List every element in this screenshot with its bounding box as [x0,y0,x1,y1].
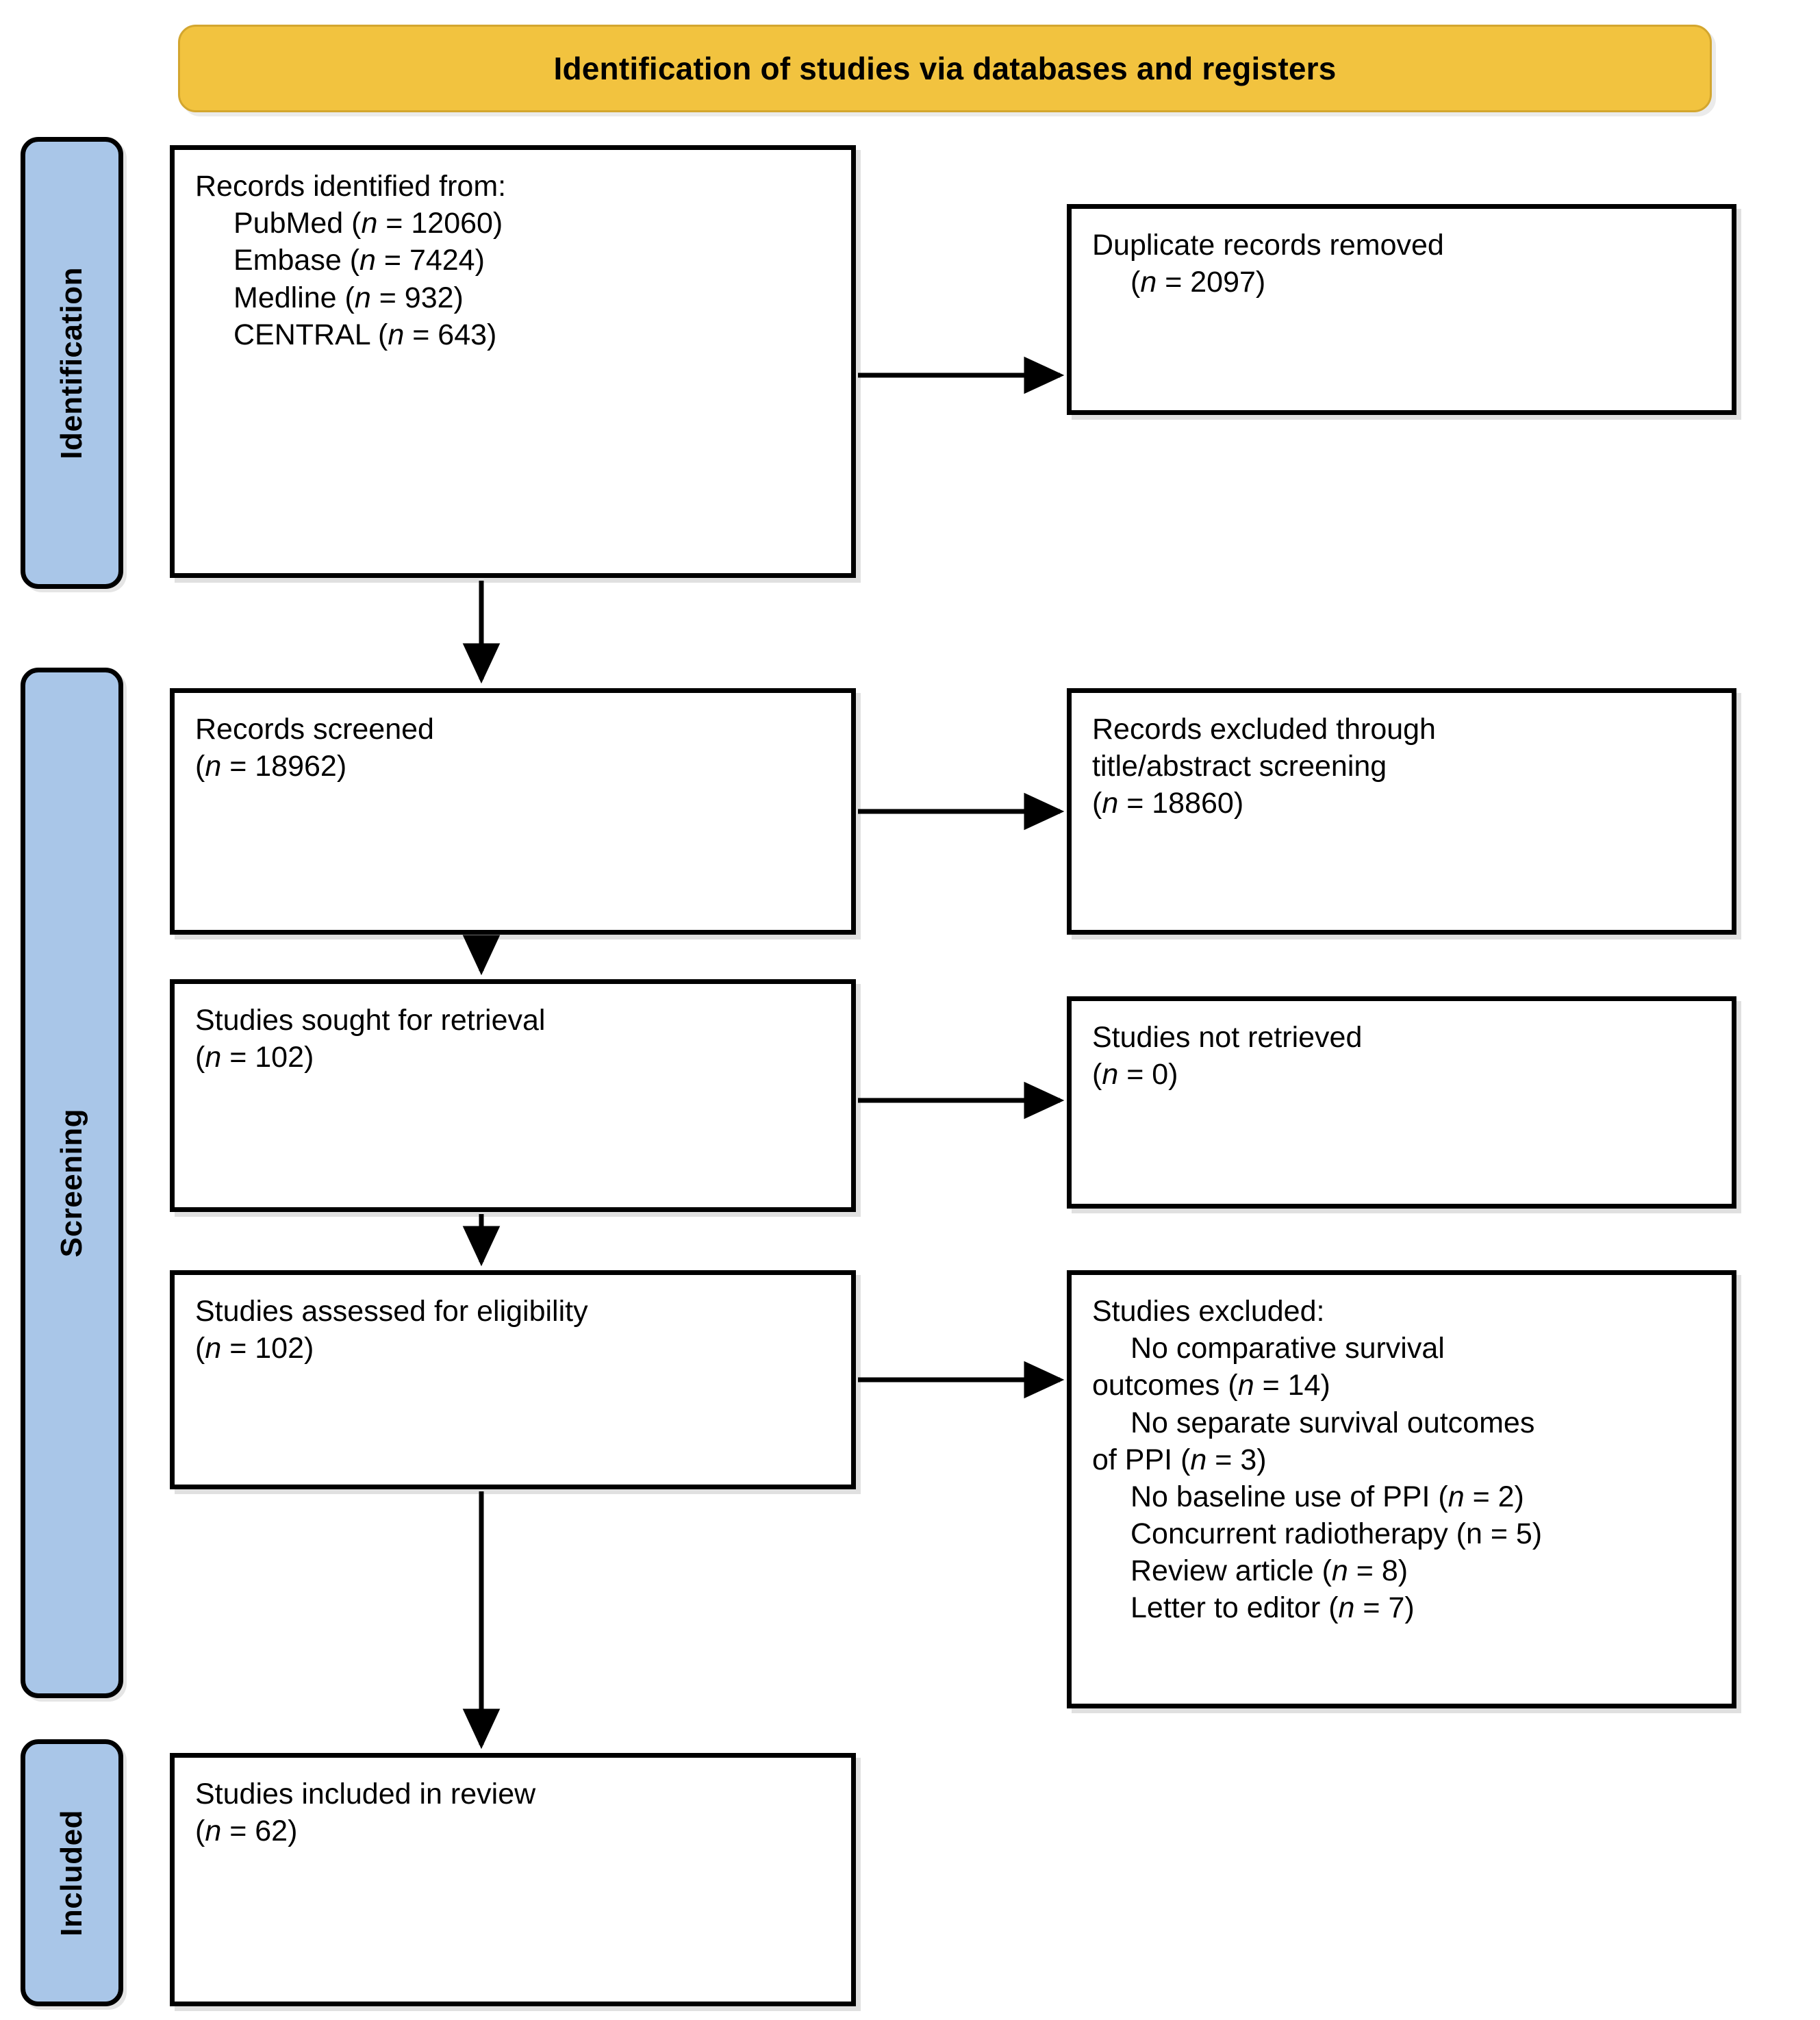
box-records-screened: Records screened(n = 18962) [170,688,856,935]
diagram-title: Identification of studies via databases … [553,51,1337,86]
box-records-screened-text: Records screened(n = 18962) [195,713,434,783]
stage-label-identification-text: Identification [55,266,88,459]
box-studies-included-in-review-text: Studies included in review(n = 62) [195,1778,536,1848]
box-duplicate-records-removed: Duplicate records removed(n = 2097) [1067,204,1736,415]
stage-label-included: Included [21,1739,123,2006]
box-records-identified-text: Records identified from:PubMed (n = 1206… [195,170,507,351]
stage-label-screening-text: Screening [55,1108,88,1258]
stage-label-included-text: Included [55,1809,88,1936]
diagram-header-banner: Identification of studies via databases … [178,25,1712,112]
box-studies-excluded-detail-text: Studies excluded:No comparative survival… [1092,1295,1543,1625]
box-duplicate-records-removed-text: Duplicate records removed(n = 2097) [1092,229,1444,299]
stage-label-screening: Screening [21,668,123,1698]
box-studies-included-in-review: Studies included in review(n = 62) [170,1753,856,2006]
box-studies-assessed-for-eligibility-text: Studies assessed for eligibility(n = 102… [195,1295,588,1365]
box-studies-sought-for-retrieval-text: Studies sought for retrieval(n = 102) [195,1004,546,1074]
stage-label-identification: Identification [21,137,123,589]
box-studies-not-retrieved-text: Studies not retrieved(n = 0) [1092,1021,1363,1091]
box-records-identified: Records identified from:PubMed (n = 1206… [170,145,856,578]
box-studies-not-retrieved: Studies not retrieved(n = 0) [1067,996,1736,1209]
box-studies-assessed-for-eligibility: Studies assessed for eligibility(n = 102… [170,1270,856,1489]
box-studies-sought-for-retrieval: Studies sought for retrieval(n = 102) [170,979,856,1212]
box-studies-excluded-detail: Studies excluded:No comparative survival… [1067,1270,1736,1708]
